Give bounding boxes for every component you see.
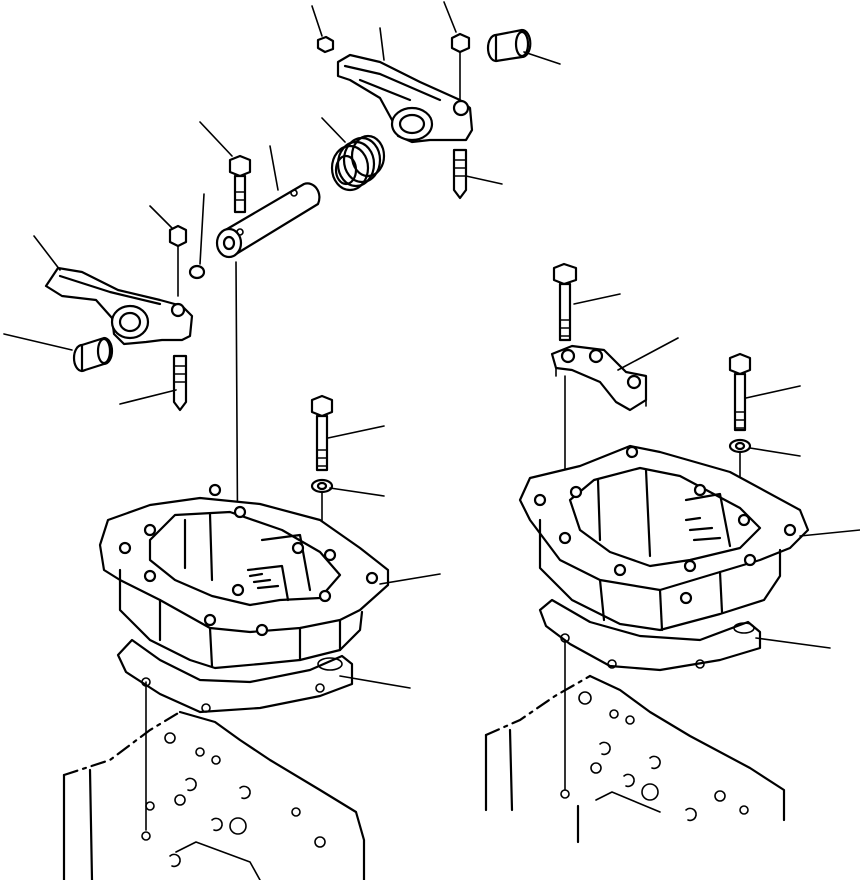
left-assembly: [3, 1, 561, 880]
upper-adjust-screw: [452, 148, 468, 200]
right-cylinder-head: [484, 674, 786, 844]
left-rocker-housing: [98, 483, 390, 670]
left-adjust-nut: [168, 224, 188, 297]
rocker-spring: [330, 134, 386, 192]
right-leader-lines: [573, 293, 860, 649]
lower-adjust-screw: [172, 354, 188, 412]
lower-rocker-arm: [44, 266, 194, 346]
right-gasket: [538, 598, 762, 672]
upper-bushing: [486, 28, 532, 63]
right-bracket: [550, 344, 648, 412]
left-housing-washer: [310, 478, 334, 494]
lower-bushing: [72, 336, 114, 373]
upper-rocker-arm: [336, 53, 474, 144]
shaft-bolt: [228, 154, 252, 214]
right-rocker-housing: [518, 444, 810, 632]
left-leader-lines: [3, 1, 561, 689]
right-long-bolt: [552, 262, 578, 342]
right-housing-washer: [728, 438, 752, 454]
right-assembly: [484, 262, 860, 844]
left-cylinder-head: [62, 710, 366, 880]
shaft-lock-pin: [188, 264, 206, 280]
left-gasket: [116, 638, 354, 714]
upper-adjust-nut: [450, 32, 471, 101]
right-housing-bolt: [728, 352, 752, 432]
rocker-shaft: [215, 182, 321, 259]
upper-nut-small: [316, 35, 335, 54]
left-housing-bolt: [310, 394, 334, 472]
